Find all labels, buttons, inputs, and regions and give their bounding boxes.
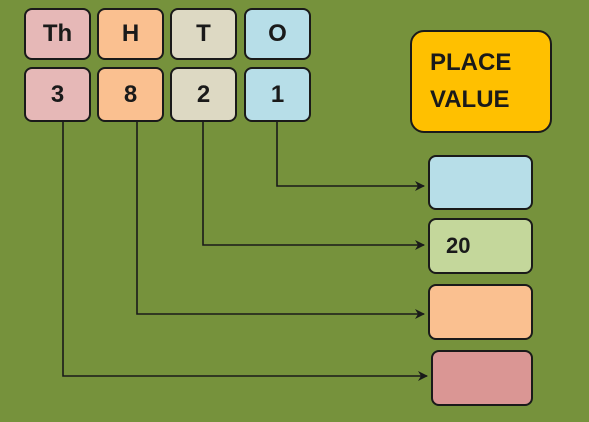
header-hundreds: H xyxy=(97,8,164,60)
header-thousands: Th xyxy=(24,8,91,60)
digit-thousands: 3 xyxy=(24,67,91,122)
arrow-tens xyxy=(202,122,425,250)
arrow-ones xyxy=(276,122,425,191)
answer-ones-box[interactable] xyxy=(428,155,533,210)
digit-ones: 1 xyxy=(244,67,311,122)
title-line-1: PLACE xyxy=(430,49,512,76)
digit-tens: 2 xyxy=(170,67,237,122)
header-tens: T xyxy=(170,8,237,60)
arrow-thousands xyxy=(62,122,428,381)
answer-tens-box[interactable]: 20 xyxy=(428,218,533,274)
header-ones: O xyxy=(244,8,311,60)
answer-thousands-box[interactable] xyxy=(431,350,533,406)
digit-hundreds: 8 xyxy=(97,67,164,122)
answer-hundreds-box[interactable] xyxy=(428,284,533,340)
title-line-2: VALUE xyxy=(430,86,510,113)
place-value-title: PLACE VALUE xyxy=(410,30,552,133)
arrow-hundreds xyxy=(136,122,425,319)
